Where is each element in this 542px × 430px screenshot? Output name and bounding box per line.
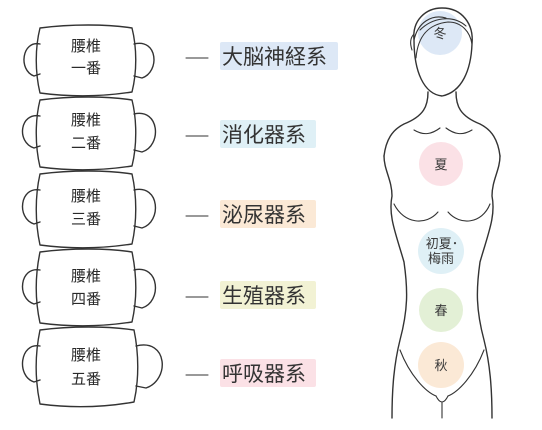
- vertebra-4-body: [35, 248, 137, 327]
- torso-left-outline: [383, 155, 408, 419]
- zone-label-summer: 夏: [434, 158, 447, 173]
- system-highlight-1: [220, 42, 338, 70]
- vertebra-3-right-process: [133, 188, 157, 229]
- zone-label-winter: 冬: [433, 26, 446, 42]
- vertebra-1-left-process: [23, 43, 41, 77]
- zone-circle-early-summer: [418, 228, 464, 274]
- vertebra-3-label-line1: 腰椎: [71, 187, 101, 205]
- zone-label-spring: 春: [434, 304, 447, 319]
- vertebra-4-label-line1: 腰椎: [71, 267, 101, 285]
- hip-lines: [399, 349, 485, 397]
- vertebra-5-label-line1: 腰椎: [71, 346, 101, 364]
- body-figure: 冬 夏 初夏･ 梅雨 春 秋: [383, 7, 501, 419]
- chest-contour-right: [447, 203, 491, 222]
- vertebra-2-label-line2: 二番: [71, 134, 101, 152]
- system-highlight-5: [220, 359, 316, 387]
- vertebra-4-left-process: [21, 269, 41, 305]
- torso-right-outline: [476, 155, 501, 419]
- vertebra-3: 腰椎 三番 泌尿器系: [21, 170, 316, 249]
- vertebra-5-right-process: [135, 344, 163, 389]
- vertebra-2-left-process: [21, 115, 41, 149]
- vertebra-3-label-line2: 三番: [71, 210, 101, 228]
- vertebra-2-label-line1: 腰椎: [71, 111, 101, 129]
- vertebra-1-right-process: [133, 42, 155, 79]
- zone-circle-summer: [419, 142, 463, 186]
- system-label-4: 生殖器系: [222, 284, 306, 308]
- chest-contour-left: [393, 203, 439, 222]
- vertebra-4: 腰椎 四番 生殖器系: [21, 248, 316, 327]
- vertebra-5-left-process: [21, 345, 41, 383]
- system-highlight-2: [220, 120, 316, 148]
- system-label-2: 消化器系: [222, 123, 306, 147]
- system-highlight-4: [220, 281, 316, 309]
- collarbones: [413, 127, 473, 135]
- vertebra-3-body: [35, 170, 137, 249]
- vertebra-1-label-line1: 腰椎: [71, 37, 101, 55]
- hair-strands: [410, 16, 473, 59]
- zone-label-early-summer: 初夏･: [426, 237, 459, 252]
- neck-shoulders: [383, 91, 501, 157]
- groin-line: [435, 395, 449, 419]
- vertebra-5-body: [35, 326, 139, 408]
- system-label-5: 呼吸器系: [222, 362, 306, 386]
- system-label-1: 大脳神経系: [222, 45, 327, 69]
- zone-circle-autumn: [418, 342, 464, 388]
- vertebra-1: 腰椎 一番 大脳神経系: [23, 24, 338, 97]
- vertebra-1-body: [35, 24, 137, 97]
- zone-label-autumn: 秋: [434, 359, 447, 374]
- system-label-3: 泌尿器系: [222, 203, 306, 227]
- vertebra-2-body: [35, 96, 137, 171]
- vertebra-4-right-process: [133, 268, 157, 309]
- vertebra-4-label-line2: 四番: [71, 290, 101, 308]
- vertebra-2-right-process: [133, 112, 157, 153]
- system-highlight-3: [220, 200, 316, 228]
- zone-circle-spring: [419, 288, 463, 332]
- vertebra-5: 腰椎 五番 呼吸器系: [21, 326, 316, 408]
- vertebra-1-label-line2: 一番: [71, 59, 101, 77]
- vertebra-2: 腰椎 二番 消化器系: [21, 96, 316, 171]
- vertebra-3-left-process: [21, 189, 41, 225]
- vertebra-5-label-line2: 五番: [71, 370, 101, 388]
- zone-label-rainy-season: 梅雨: [428, 252, 454, 267]
